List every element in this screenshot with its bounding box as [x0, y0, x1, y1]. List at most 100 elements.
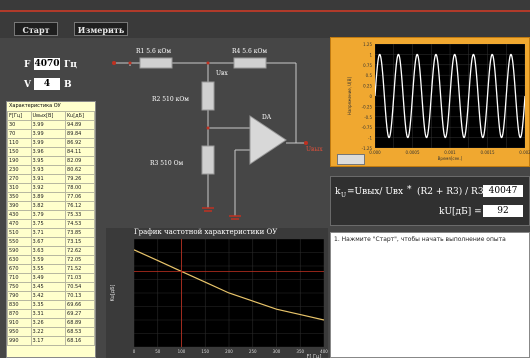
- y-tick-label: -0.5: [364, 115, 372, 120]
- table-cell: 3.17: [30, 336, 67, 346]
- response-curve: [133, 249, 325, 321]
- y-tick-label: -1: [368, 136, 372, 141]
- frequency-response-plot: [133, 238, 325, 348]
- table-cell: 470: [7, 219, 32, 229]
- x-tick-label: 0.0015: [481, 150, 495, 155]
- zoom-tools[interactable]: [337, 154, 365, 165]
- table-cell: 3.92: [30, 183, 67, 193]
- table-cell: 750: [7, 282, 32, 292]
- results-table-title: Характеристика ОУ: [9, 103, 61, 109]
- ku-subscript: U: [341, 192, 347, 199]
- table-cell: 3.31: [30, 309, 67, 319]
- table-cell: 3.82: [30, 201, 67, 211]
- circuit-schematic: [112, 57, 308, 220]
- x-tick-label: 0.0005: [406, 150, 420, 155]
- table-cell: 430: [7, 210, 32, 220]
- table-cell: 70: [7, 129, 32, 139]
- oscilloscope-axes: 1.2510.750.50.250-0.25-0.5-0.75-1-1.250.…: [347, 42, 530, 161]
- ku-label: k: [335, 187, 341, 197]
- resistor-r3: [201, 145, 215, 175]
- frequency-chart-title: График частотной характеристики ОУ: [134, 228, 278, 236]
- y-tick-label: -0.75: [362, 125, 373, 130]
- x-axis-label: Время[сек.]: [438, 156, 463, 161]
- waveform-line: [374, 53, 526, 139]
- y-tick-label: 0.75: [363, 63, 372, 68]
- y-tick-label: 1.25: [363, 42, 372, 47]
- table-cell: 710: [7, 273, 32, 283]
- table-cell: 270: [7, 174, 32, 184]
- table-cell: 3.67: [30, 237, 67, 247]
- y-tick-label: -0.25: [362, 104, 373, 109]
- table-cell: 89.84: [65, 129, 95, 139]
- start-button[interactable]: Старт: [14, 22, 58, 36]
- x-tick-label: 0.002: [519, 150, 530, 155]
- opamp-label: DA: [262, 114, 272, 121]
- table-cell: 30: [7, 120, 32, 130]
- table-cell: 70.54: [65, 282, 95, 292]
- table-cell: 3.93: [30, 165, 67, 175]
- table-cell: 68.16: [65, 336, 95, 346]
- table-cell: 3.26: [30, 318, 67, 328]
- measure-button[interactable]: Измерить: [74, 22, 128, 36]
- table-cell: 350: [7, 192, 32, 202]
- table-cell: 68.89: [65, 318, 95, 328]
- table-cell: 590: [7, 246, 32, 256]
- table-cell: 3.89: [30, 192, 67, 202]
- column-header: Uвых[В]: [30, 111, 67, 121]
- resistor-ratio-text: (R2 + R3) / R3) =: [417, 187, 498, 197]
- table-cell: 68.53: [65, 327, 95, 337]
- ratio-text: =Uвых/ Uвх: [347, 187, 404, 197]
- table-cell: 3.49: [30, 273, 67, 283]
- frequency-input[interactable]: 4070: [34, 58, 60, 70]
- table-cell: 990: [7, 336, 32, 346]
- table-cell: 390: [7, 201, 32, 211]
- table-cell: 510: [7, 228, 32, 238]
- table-cell: 550: [7, 237, 32, 247]
- r4-label: R4 5.6 кОм: [232, 48, 268, 55]
- y-tick-label: 1: [369, 52, 372, 57]
- x-axis-label: F[ Гц]: [307, 354, 322, 358]
- table-cell: 77.06: [65, 192, 95, 202]
- x-tick-label: 250: [249, 349, 257, 354]
- table-cell: 110: [7, 138, 32, 148]
- toolbar-divider: [0, 10, 530, 12]
- table-cell: 190: [7, 156, 32, 166]
- table-cell: 150: [7, 147, 32, 157]
- x-tick-label: 400: [320, 349, 328, 354]
- voltage-input[interactable]: 4: [34, 78, 60, 90]
- table-cell: 310: [7, 183, 32, 193]
- table-cell: 3.99: [30, 138, 67, 148]
- table-cell: 3.91: [30, 174, 67, 184]
- x-tick-label: 0.001: [444, 150, 456, 155]
- voltage-label: V: [24, 80, 31, 90]
- results-table-panel: Характеристика ОУ F[Гц] Uвых[В] Ku[дБ] 3…: [6, 101, 96, 358]
- table-cell: 630: [7, 255, 32, 265]
- formula-panel: k U =Uвых/ Uвх * (R2 + R3) / R3) = 40047…: [330, 176, 530, 226]
- table-cell: 72.05: [65, 255, 95, 265]
- table-cell: 3.45: [30, 282, 67, 292]
- table-cell: 3.99: [30, 129, 67, 139]
- voltage-unit: В: [64, 80, 72, 90]
- x-tick-label: 50: [155, 349, 161, 354]
- resistor-r1: [139, 57, 173, 69]
- table-cell: 230: [7, 165, 32, 175]
- table-cell: 82.09: [65, 156, 95, 166]
- resistor-r4: [233, 57, 267, 69]
- table-cell: 84.11: [65, 147, 95, 157]
- input-terminal: [112, 61, 116, 65]
